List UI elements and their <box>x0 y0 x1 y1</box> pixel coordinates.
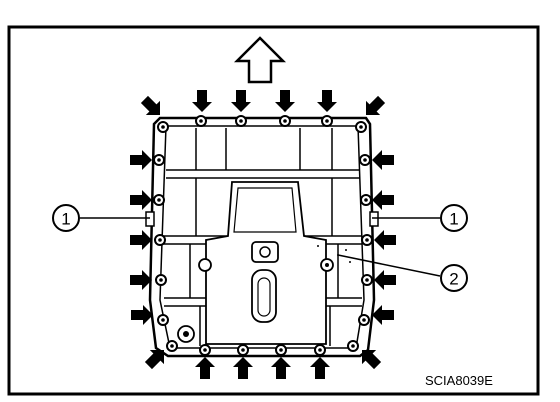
bolt-holes <box>153 115 373 356</box>
solid-arrow-icon <box>130 270 152 290</box>
solid-arrow-icon <box>140 95 160 115</box>
bolt-hole-center-2 <box>199 119 203 123</box>
callout-2-label: 2 <box>449 270 458 289</box>
bolt-hole-center-5 <box>325 119 329 123</box>
solid-arrow-icon <box>275 90 295 112</box>
oil-pan <box>145 116 379 358</box>
bolt-arrows <box>130 90 396 379</box>
solid-arrow-icon <box>130 190 152 210</box>
bolt-hole-center-11 <box>161 318 165 322</box>
solid-arrow-icon <box>130 150 152 170</box>
bolt-hole-center-15 <box>365 278 369 282</box>
solid-arrow-icon <box>131 305 153 325</box>
solid-arrow-icon <box>310 357 330 379</box>
bolt-hole-center-16 <box>362 318 366 322</box>
bolt-hole-center-6 <box>359 125 363 129</box>
bolt-hole-center-19 <box>241 348 245 352</box>
solid-arrow-icon <box>144 350 164 370</box>
bolt-hole-center-20 <box>279 348 283 352</box>
hollow-up-arrow-icon <box>233 36 287 84</box>
solid-arrow-icon <box>317 90 337 112</box>
callout-1-right: 1 <box>372 204 468 232</box>
solid-arrow-icon <box>195 357 215 379</box>
bolt-hole-center-3 <box>239 119 243 123</box>
bolt-hole-center-10 <box>159 278 163 282</box>
bolt-hole-center-18 <box>203 348 207 352</box>
figure-frame <box>7 25 540 396</box>
bolt-hole-center-12 <box>363 158 367 162</box>
callout-1-right-label: 1 <box>449 210 458 229</box>
callout-1-left: 1 <box>52 204 150 232</box>
bolt-hole-center-8 <box>157 198 161 202</box>
solid-arrow-icon <box>372 305 394 325</box>
bolt-hole-center-14 <box>365 238 369 242</box>
solid-arrow-icon <box>374 230 396 250</box>
bolt-hole-center-1 <box>161 125 165 129</box>
figure-code: SCIA8039E <box>425 373 493 388</box>
bolt-hole-center-21 <box>318 348 322 352</box>
solid-arrow-icon <box>271 357 291 379</box>
bolt-hole-center-22 <box>351 344 355 348</box>
bolt-hole-center-17 <box>170 344 174 348</box>
bolt-hole-center-13 <box>364 198 368 202</box>
callout-1-left-label: 1 <box>61 210 70 229</box>
solid-arrow-icon <box>372 150 394 170</box>
solid-arrow-icon <box>192 90 212 112</box>
solid-arrow-icon <box>362 350 382 370</box>
bolt-hole-center-4 <box>283 119 287 123</box>
solid-arrow-icon <box>130 230 152 250</box>
bolt-hole-center-9 <box>158 238 162 242</box>
solid-arrow-icon <box>374 270 396 290</box>
callout-2: 2 <box>337 254 468 292</box>
solid-arrow-icon <box>233 357 253 379</box>
solid-arrow-icon <box>366 95 386 115</box>
solid-arrow-icon <box>372 190 394 210</box>
bolt-hole-center-7 <box>157 158 161 162</box>
solid-arrow-icon <box>231 90 251 112</box>
